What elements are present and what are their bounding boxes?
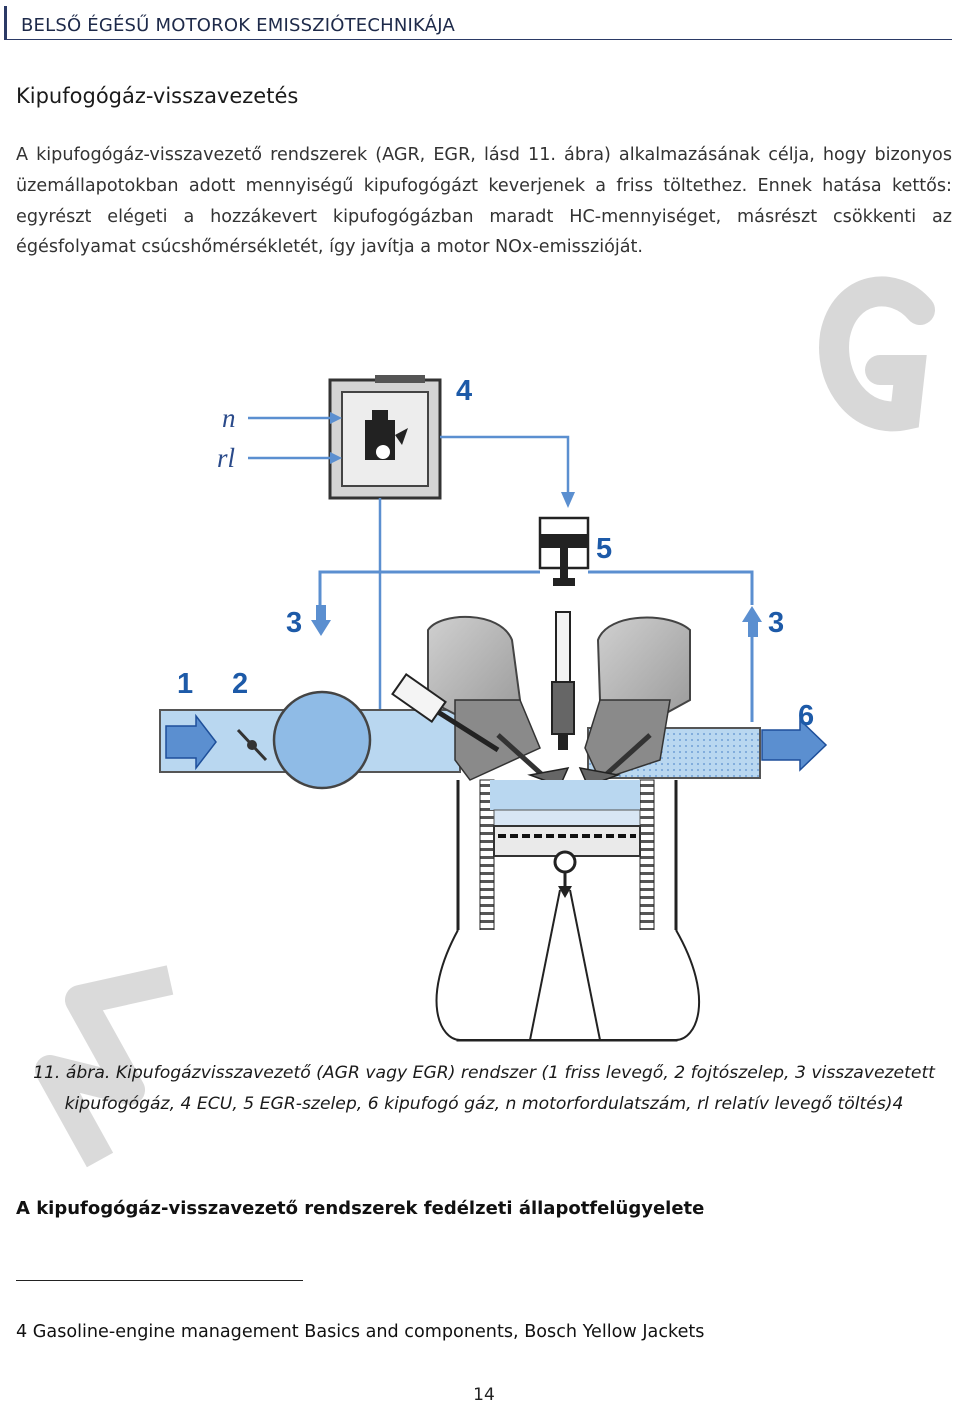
footnote-divider (16, 1280, 303, 1281)
page-header: BELSŐ ÉGÉSŰ MOTOROK EMISSZIÓTECHNIKÁJA (4, 6, 952, 40)
egr-diagram: n rl (159, 375, 828, 1042)
label-3-left: 3 (286, 607, 302, 639)
footnote: 4 Gasoline-engine management Basics and … (16, 1322, 705, 1342)
engine-cylinder (435, 779, 700, 1042)
label-rl: rl (217, 443, 235, 473)
figure-caption: 11. ábra. Kipufogázvisszavezető (AGR vag… (33, 1063, 935, 1114)
subheading: A kipufogógáz-visszavezető rendszerek fe… (16, 1198, 705, 1219)
egr-valve (538, 516, 590, 586)
body-paragraph: A kipufogógáz-visszavezető rendszerek (A… (16, 145, 952, 258)
label-2: 2 (232, 668, 248, 700)
label-3-right: 3 (768, 607, 784, 639)
label-5: 5 (596, 533, 612, 565)
label-6: 6 (798, 700, 814, 732)
label-4: 4 (456, 375, 472, 407)
label-n: n (222, 403, 236, 433)
page-number: 14 (473, 1385, 495, 1405)
ecu-box (328, 375, 442, 500)
section-title: Kipufogógáz-visszavezetés (16, 84, 299, 108)
injector (391, 673, 500, 753)
label-1: 1 (177, 668, 193, 700)
spark-plug (551, 611, 575, 750)
engine-icon (365, 410, 408, 460)
header-title: BELSŐ ÉGÉSŰ MOTOROK EMISSZIÓTECHNIKÁJA (21, 15, 455, 36)
